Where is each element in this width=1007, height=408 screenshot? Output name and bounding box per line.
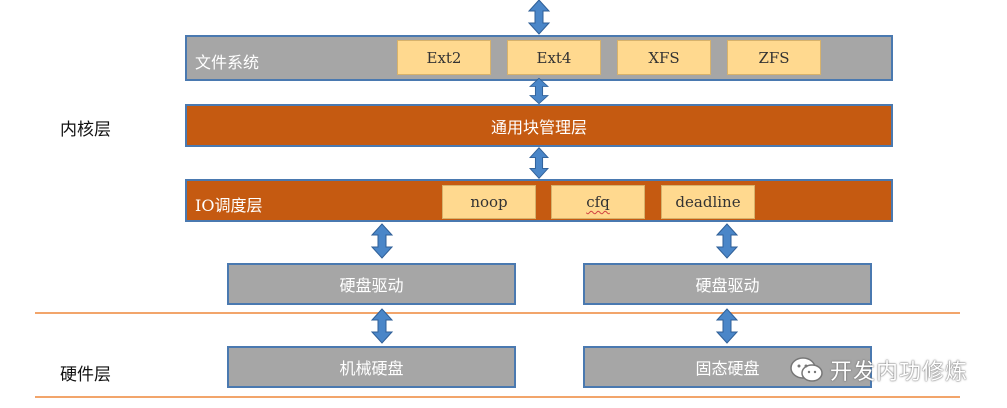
hardware-divider-top [35, 312, 960, 314]
driver-box-right: 硬盘驱动 [583, 263, 872, 305]
fs-item-ext4: Ext4 [507, 40, 601, 75]
arrow-driver-disk-right-icon [716, 308, 738, 344]
disk-ssd: 固态硬盘 [583, 346, 872, 388]
arrow-io-driver-left-icon [371, 223, 393, 259]
block-layer-bar: 通用块管理层 [185, 104, 893, 147]
block-layer-title: 通用块管理层 [490, 117, 587, 137]
filesystem-bar: 文件系统 Ext2 Ext4 XFS ZFS [185, 35, 893, 81]
kernel-layer-label: 内核层 [60, 120, 111, 140]
disk-hdd: 机械硬盘 [227, 346, 516, 388]
wechat-icon [790, 357, 823, 382]
scheduler-deadline: deadline [661, 185, 755, 219]
filesystem-title: 文件系统 [195, 53, 260, 72]
io-scheduler-bar: IO调度层 noop cfq deadline [185, 179, 893, 222]
driver-box-left: 硬盘驱动 [227, 263, 516, 305]
arrow-fs-block-icon [529, 77, 549, 105]
hardware-divider-bottom [35, 396, 960, 398]
arrow-io-driver-right-icon [716, 223, 738, 259]
fs-item-xfs: XFS [617, 40, 711, 75]
scheduler-cfq-label: cfq [586, 193, 610, 211]
hardware-layer-label: 硬件层 [60, 365, 111, 385]
arrow-top-icon [528, 0, 550, 35]
watermark: 开发内功修炼 [790, 354, 968, 386]
fs-item-ext2: Ext2 [397, 40, 491, 75]
fs-item-zfs: ZFS [727, 40, 821, 75]
watermark-text: 开发内功修炼 [830, 360, 969, 385]
arrow-driver-disk-left-icon [371, 308, 393, 344]
io-scheduler-title: IO调度层 [195, 196, 263, 215]
scheduler-noop: noop [442, 185, 536, 219]
scheduler-cfq: cfq [551, 185, 645, 219]
arrow-block-io-icon [529, 147, 549, 179]
